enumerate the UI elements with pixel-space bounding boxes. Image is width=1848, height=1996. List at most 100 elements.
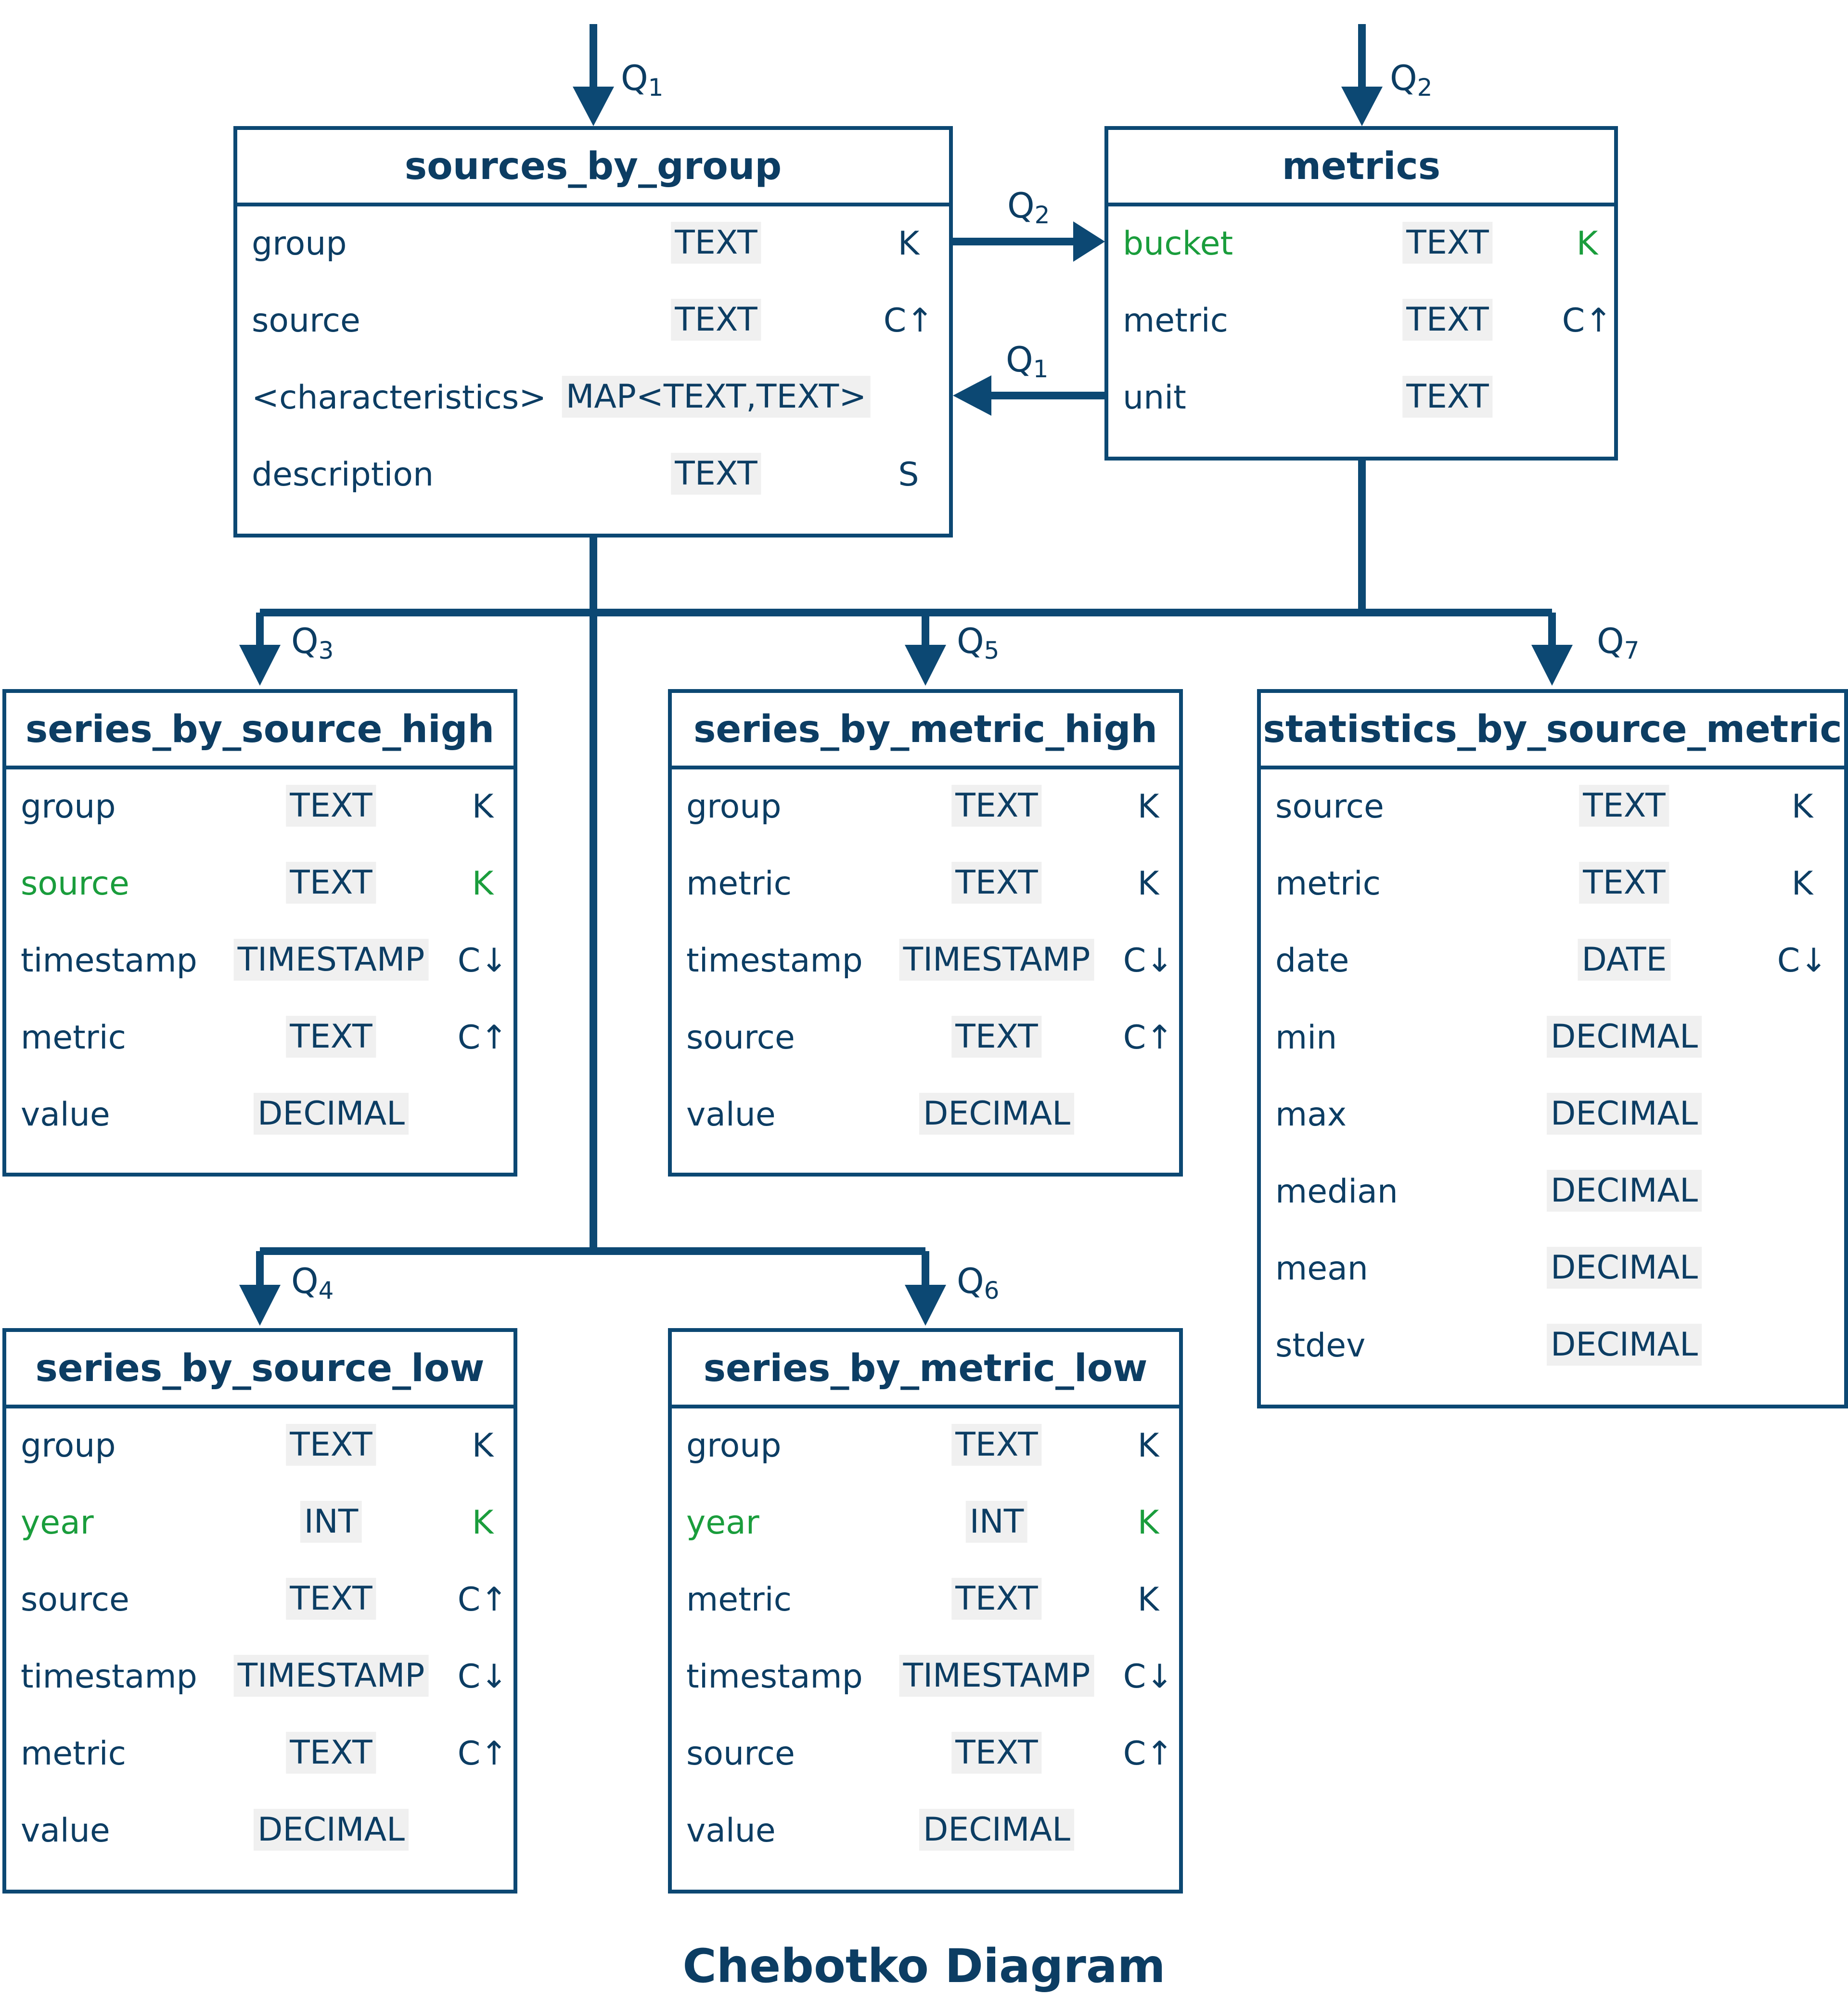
table-title: series_by_metric_high [672, 693, 1179, 769]
column-key: C↑ [457, 1019, 508, 1057]
arrowhead-q5 [905, 645, 946, 686]
column-name: group [21, 788, 116, 826]
table-title: series_by_source_high [6, 693, 513, 769]
column-name: min [1275, 1019, 1337, 1057]
table-title: metrics [1108, 130, 1614, 206]
column-key: K [1576, 225, 1598, 263]
column-name: bucket [1123, 225, 1233, 263]
column-key: C↓ [1123, 1658, 1174, 1696]
column-name: median [1275, 1173, 1398, 1211]
column-type: TEXT [286, 862, 376, 904]
column-key: K [472, 1504, 494, 1542]
column-type: TEXT [951, 1424, 1042, 1466]
column-type: TEXT [1579, 785, 1669, 827]
column-type: TEXT [1402, 376, 1493, 418]
column-name: group [21, 1427, 116, 1465]
column-row: group TEXT K [672, 1408, 1179, 1485]
column-name: source [1275, 788, 1384, 826]
query-label-q1-transition: Q1 [1006, 339, 1049, 383]
column-type: TEXT [951, 1016, 1042, 1058]
table-title: sources_by_group [237, 130, 949, 206]
column-row: source TEXT K [1261, 769, 1844, 846]
query-label-q6: Q6 [957, 1261, 1000, 1305]
column-row: median DECIMAL [1261, 1154, 1844, 1231]
column-type: DECIMAL [919, 1809, 1074, 1851]
column-name: date [1275, 942, 1349, 980]
column-row: value DECIMAL [672, 1793, 1179, 1870]
column-name: value [21, 1812, 110, 1850]
query-label-q7: Q7 [1597, 621, 1640, 665]
arrowhead-q4 [239, 1285, 281, 1326]
arrowhead-q7 [1531, 645, 1573, 686]
column-name: value [686, 1812, 776, 1850]
column-type: TIMESTAMP [233, 939, 429, 981]
column-name: metric [686, 865, 792, 903]
column-type: DECIMAL [919, 1093, 1074, 1135]
column-type: DATE [1578, 939, 1671, 981]
column-key: K [472, 865, 494, 903]
column-row: <characteristics>MAP<TEXT,TEXT> [237, 360, 949, 437]
column-key: K [1137, 1504, 1159, 1542]
column-name: group [686, 1427, 782, 1465]
column-name: year [686, 1504, 759, 1542]
column-name: timestamp [686, 1658, 863, 1696]
arrow-heads [239, 87, 1573, 1326]
column-key: S [898, 456, 919, 494]
column-name: metric [1275, 865, 1381, 903]
column-type: TEXT [951, 862, 1042, 904]
column-type: MAP<TEXT,TEXT> [562, 376, 871, 418]
column-type: TEXT [951, 1578, 1042, 1620]
column-type: TEXT [286, 1732, 376, 1774]
column-type: TEXT [1402, 299, 1493, 341]
column-key: K [898, 225, 920, 263]
arrowhead-q2-transition [1073, 221, 1105, 262]
column-type: TEXT [671, 299, 761, 341]
column-key: K [1791, 788, 1813, 826]
column-name: max [1275, 1096, 1347, 1134]
column-name: timestamp [686, 942, 863, 980]
column-key: C↓ [1123, 942, 1174, 980]
column-key: C↓ [457, 1658, 508, 1696]
query-label-q2-transition: Q2 [1007, 185, 1050, 229]
query-label-q3: Q3 [291, 621, 334, 665]
column-name: group [252, 225, 347, 263]
column-key: K [1137, 1581, 1159, 1619]
column-type: TEXT [951, 1732, 1042, 1774]
column-key: K [472, 1427, 494, 1465]
column-key: K [1137, 788, 1159, 826]
column-type: DECIMAL [1547, 1170, 1702, 1212]
column-row: metric TEXT C↑ [1108, 283, 1614, 360]
column-key: C↑ [457, 1735, 508, 1773]
column-key: C↑ [1562, 302, 1613, 340]
column-name: timestamp [21, 942, 197, 980]
column-name: year [21, 1504, 94, 1542]
column-name: metric [1123, 302, 1228, 340]
column-type: TIMESTAMP [233, 1655, 429, 1697]
column-key: K [1137, 1427, 1159, 1465]
column-type: TEXT [286, 1016, 376, 1058]
column-type: TEXT [951, 785, 1042, 827]
column-type: TEXT [286, 785, 376, 827]
query-label-q5: Q5 [957, 621, 1000, 665]
